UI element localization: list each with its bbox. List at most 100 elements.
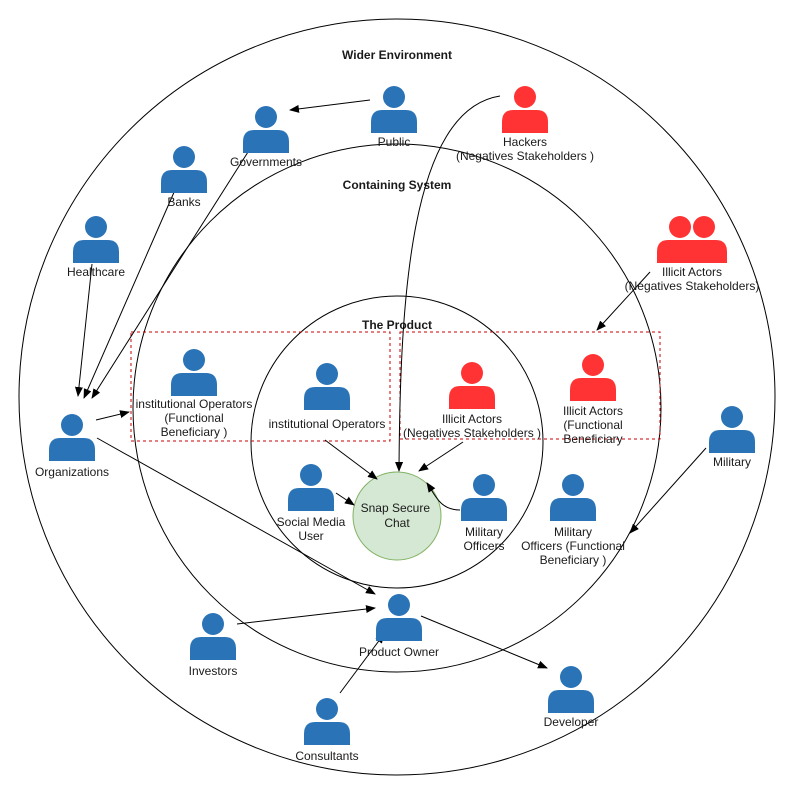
connection-social-media-to-core [335,492,355,506]
stakeholder-label-line: Beneficiary ) [161,425,228,439]
stakeholder-label-line: Social Media [277,515,346,529]
stakeholder-illicit-inner[interactable]: Illicit Actors(Negatives Stakeholders ) [403,362,541,440]
stakeholder-label: Military [713,455,751,469]
stakeholder-label-line: User [298,529,323,543]
stakeholder-label: Consultants [295,749,358,763]
stakeholder-organizations[interactable]: Organizations [35,414,109,479]
connection-product-owner-to-developer [420,615,548,669]
person-icon [449,362,495,409]
connection-governments-to-organizations [91,151,249,399]
stakeholder-label-line: Military [465,525,503,539]
connection-investors-to-product-owner [236,605,376,625]
stakeholder-label-line: Illicit Actors [563,404,623,418]
stakeholder-label-line: institutional Operators [136,397,253,411]
stakeholder-label-line: (Functional [164,411,223,425]
connection-healthcare-to-organizations [74,263,93,397]
stakeholder-label-line: Beneficiary [563,432,622,446]
stakeholder-label-line: Hackers [503,135,547,149]
person-icon [49,414,95,461]
connection-consultants-to-product-owner [339,633,385,694]
stakeholder-label-line: Public [378,135,411,149]
stakeholder-label: Developer [544,715,599,729]
illicit-zone [399,331,661,440]
connection-military-officers-to-core [426,482,461,511]
person-icon [161,146,207,193]
stakeholder-label-line: Governments [230,155,302,169]
stakeholder-label-line: Illicit Actors [662,265,722,279]
institutional-zone [130,331,391,442]
person-icon [371,86,417,133]
stakeholder-label-line: Banks [167,195,200,209]
stakeholder-illicit-outer[interactable]: Illicit Actors(Negatives Stakeholders) [625,216,760,293]
stakeholder-label-line: Organizations [35,465,109,479]
stakeholder-military[interactable]: Military [709,406,755,469]
person-icon [548,666,594,713]
stakeholder-developer[interactable]: Developer [544,666,599,729]
connection-inst-operators-to-core [324,439,378,480]
person-icon [461,474,507,521]
connection-public-to-governments [289,99,371,113]
stakeholder-label: institutional Operators [269,417,386,431]
wider-environment-ring [18,18,776,776]
stakeholder-banks[interactable]: Banks [161,146,207,209]
stakeholder-label: Organizations [35,465,109,479]
snap-secure-chat-node[interactable]: Snap Secure Chat [352,471,442,561]
stakeholder-label-line: (Functional [563,418,622,432]
stakeholder-label: Investors [189,664,238,678]
person-icon [190,613,236,660]
connections [74,95,707,694]
connection-hackers-to-core [395,95,501,472]
person-icon [681,216,727,263]
stakeholder-label-line: (Negatives Stakeholders) [625,279,760,293]
stakeholder-label: Illicit Actors(Negatives Stakeholders ) [403,412,541,440]
stakeholder-label-line: institutional Operators [269,417,386,431]
product-ring [250,295,544,589]
stakeholder-label-line: Beneficiary ) [540,553,607,567]
containing-system-ring [132,143,662,673]
snap-secure-chat-label: Snap Secure Chat [361,501,434,530]
connection-organizations-to-inst-functional [95,410,130,421]
stakeholder-label: Healthcare [67,265,125,279]
stakeholder-label-line: Military [713,455,751,469]
connection-organizations-to-product-owner [96,437,376,595]
connection-military-to-military-functional [629,447,707,534]
stakeholder-label-line: Military [554,525,592,539]
stakeholder-label-line: Developer [544,715,599,729]
stakeholder-label-line: Illicit Actors [442,412,502,426]
stakeholder-consultants[interactable]: Consultants [295,698,359,763]
stakeholder-investors[interactable]: Investors [189,613,238,678]
stakeholder-public[interactable]: Public [371,86,417,149]
person-icon [288,464,334,511]
stakeholders: Public Hackers(Negatives Stakeholders ) Go… [35,86,759,763]
person-icon [73,216,119,263]
stakeholder-label: Banks [167,195,200,209]
stakeholder-label-line: Investors [189,664,238,678]
stakeholder-hackers[interactable]: Hackers(Negatives Stakeholders ) [456,86,594,163]
stakeholder-label-line: Officers (Functional [521,539,625,553]
person-icon [502,86,548,133]
stakeholder-product-owner[interactable]: Product Owner [359,594,439,659]
stakeholder-label-line: (Negatives Stakeholders ) [456,149,594,163]
stakeholder-inst-operators[interactable]: institutional Operators [269,363,386,431]
connection-illicit-inner-to-core [418,441,464,472]
person-icon [376,594,422,641]
stakeholder-governments[interactable]: Governments [230,106,302,169]
stakeholder-label: Governments [230,155,302,169]
stakeholder-healthcare[interactable]: Healthcare [67,216,125,279]
stakeholder-label: Product Owner [359,645,439,659]
connection-banks-to-organizations [83,189,176,399]
person-icon [243,106,289,153]
snap-secure-chat-label-line: Chat [384,516,410,530]
stakeholder-label-line: Product Owner [359,645,439,659]
stakeholder-label: Illicit Actors(Negatives Stakeholders) [625,265,760,293]
